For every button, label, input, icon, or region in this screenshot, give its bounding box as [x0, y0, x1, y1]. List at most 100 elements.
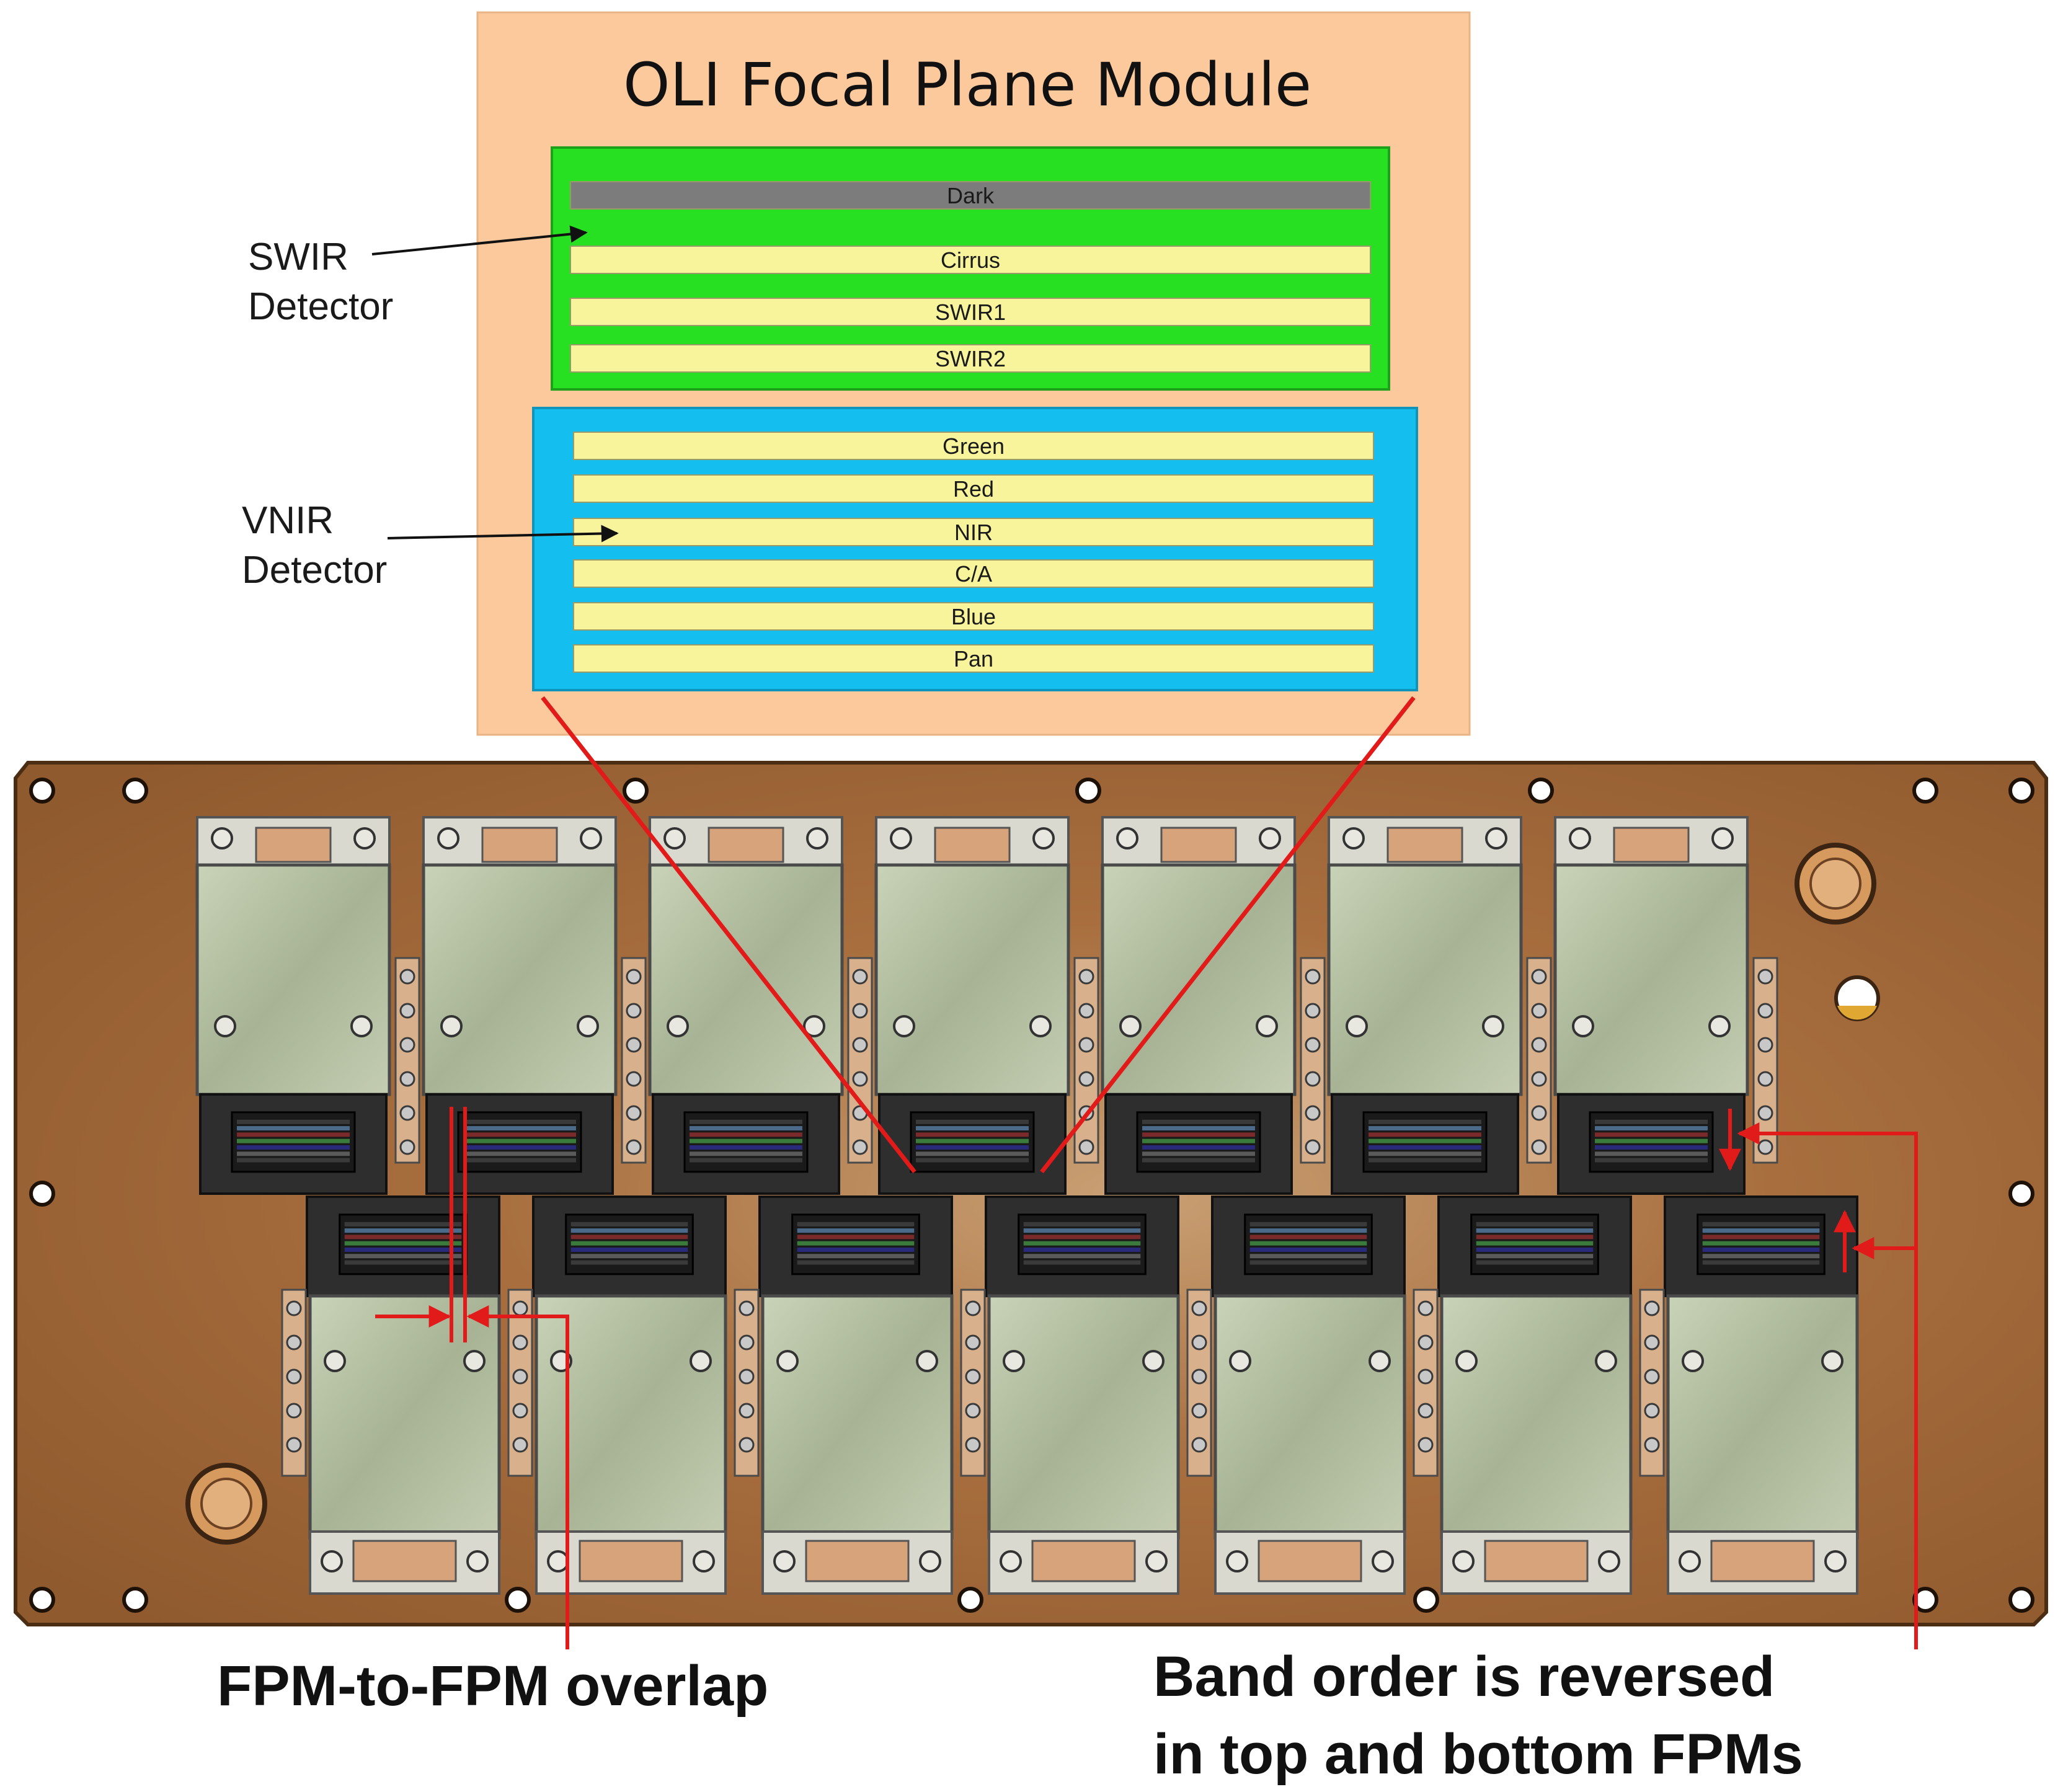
mounting-hole-10: [122, 1587, 148, 1613]
fpm-bottom-3: [734, 1195, 954, 1595]
fpm-top-4-bracket-screw-3: [1078, 1071, 1094, 1087]
fpm-bottom-6-screw-d: [1598, 1550, 1620, 1572]
boss-top-right-inner: [1809, 858, 1861, 910]
mounting-hole-15: [2008, 1587, 2034, 1613]
fpm-bottom-7-bracket-screw-3: [1644, 1403, 1660, 1419]
fpm-bottom-1: [281, 1195, 501, 1595]
fpm-top-1-sensor-stripe-3: [237, 1138, 350, 1143]
fpm-bottom-1-bracket-screw-4: [286, 1437, 302, 1453]
mounting-hole-11: [505, 1587, 531, 1613]
fpm-bottom-5-bracket-screw-0: [1191, 1300, 1207, 1316]
fpm-top-7-screw-c: [1572, 1015, 1594, 1037]
fpm-bottom-7-bracket-screw-2: [1644, 1368, 1660, 1385]
swir-band-label-2: SWIR1: [935, 299, 1006, 325]
fpm-top-2: [422, 816, 647, 1195]
fpm-top-2-bracket-screw-2: [626, 1037, 642, 1053]
fpm-top-4: [874, 816, 1099, 1195]
fpm-top-5: [1101, 816, 1326, 1195]
fpm-bottom-5-sensor-stripe-4: [1249, 1247, 1367, 1252]
fpm-top-4-sensor-stripe-2: [916, 1132, 1029, 1137]
vnir-band-label-3: C/A: [955, 561, 992, 587]
fpm-top-7-bracket-screw-5: [1757, 1139, 1773, 1155]
fpm-top-6-screw-d: [1482, 1015, 1504, 1037]
fpm-bottom-7-screw-b: [1821, 1350, 1843, 1372]
band-order-annotation: [1719, 1109, 1918, 1649]
fpm-top-2-screw-a: [437, 827, 459, 849]
fpm-top-1-bracket-screw-3: [399, 1071, 415, 1087]
swir-band-label-0: Dark: [947, 183, 995, 208]
fpm-top-4-sensor-stripe-3: [916, 1138, 1029, 1143]
pin-right-shade: [1837, 1006, 1877, 1020]
fpm-bottom-2-panel: [535, 1294, 727, 1540]
fpm-bottom-4-sensor-stripe-0: [1023, 1222, 1141, 1226]
fpm-bottom-4-tab: [1031, 1540, 1136, 1582]
fpm-bottom-7-sensor-stripe-0: [1702, 1222, 1820, 1226]
fpm-bottom-6-bracket-screw-0: [1417, 1300, 1434, 1316]
band-order-arrow-top: [1737, 1122, 1918, 1649]
fpm-bottom-1-bracket-screw-0: [286, 1300, 302, 1316]
fpm-top-5-bracket: [1300, 957, 1326, 1164]
fpm-top-6-panel: [1327, 863, 1523, 1096]
vnir-band-4: [573, 602, 1374, 631]
fpm-bottom-3-tab: [805, 1540, 910, 1582]
fpm-bottom-7-screw-d: [1824, 1550, 1847, 1572]
mounting-plate: [14, 761, 2048, 1626]
fpm-bottom-1-bracket-screw-3: [286, 1403, 302, 1419]
fpm-top-4-panel: [874, 863, 1070, 1096]
fpm-top-7-sensor-stripe-3: [1595, 1138, 1708, 1143]
fpm-top-5-bracket-screw-1: [1305, 1003, 1321, 1019]
fpm-bottom-2-sensor-stripe-1: [570, 1228, 688, 1233]
fpm-top-4-bracket-screw-1: [1078, 1003, 1094, 1019]
fpm-top-3-panel: [648, 863, 844, 1096]
fpm-top-3-bracket-screw-3: [852, 1071, 868, 1087]
fpm-top-7-screw-b: [1711, 827, 1734, 849]
fpm-top-2-sensor-stripe-6: [463, 1158, 576, 1163]
fpm-bottom-3-screw-b: [916, 1350, 938, 1372]
fpm-top-6-sensor-stripe-3: [1369, 1138, 1481, 1143]
fpm-bottom-5: [1186, 1195, 1406, 1595]
overlap-annotation: [375, 1107, 569, 1649]
fpm-bottom-4-sensor-stripe-4: [1023, 1247, 1141, 1252]
fpm-top-4-screw-a: [890, 827, 912, 849]
fpm-bottom-5-sensor-stripe-5: [1249, 1254, 1367, 1259]
fpm-bottom-5-screw-c: [1226, 1550, 1248, 1572]
fpm-top-4-screw-c: [893, 1015, 915, 1037]
fpm-bottom-1-sensor-stripe-6: [344, 1260, 462, 1265]
vnir-band-label-4: Blue: [951, 604, 996, 629]
fpm-bottom-1-sensor-stripe-4: [344, 1247, 462, 1252]
fpm-bottom-5-tab: [1258, 1540, 1362, 1582]
fpm-top-3-sensor-stripe-1: [690, 1126, 802, 1131]
fpm-top-6-sensor-stripe-0: [1369, 1119, 1481, 1124]
fpm-top-6-sensor-stripe-1: [1369, 1126, 1481, 1131]
fpm-top-4-sensor-stripe-0: [916, 1119, 1029, 1124]
fpm-top-6-bracket-screw-5: [1531, 1139, 1547, 1155]
fpm-top-3-screw-c: [667, 1015, 689, 1037]
fpm-top-2-screw-b: [580, 827, 602, 849]
fpm-inset: OLI Focal Plane Module DarkCirrusSWIR1SW…: [476, 11, 1471, 736]
mounting-hole-9: [29, 1587, 55, 1613]
fpm-top-7-sensor-stripe-6: [1595, 1158, 1708, 1163]
fpm-bottom-7-sensor-stripe-2: [1702, 1235, 1820, 1240]
fpm-top-5-tab: [1160, 827, 1237, 863]
fpm-bottom-5-bracket-screw-1: [1191, 1334, 1207, 1351]
zoom-line-right: [1040, 696, 1416, 1174]
fpm-top-3-bracket-screw-2: [852, 1037, 868, 1053]
fpm-bottom-3-bracket-screw-0: [739, 1300, 755, 1316]
fpm-top-7-bracket-screw-3: [1757, 1071, 1773, 1087]
fpm-bottom-5-sensor-stripe-1: [1249, 1228, 1367, 1233]
fpm-bottom-6-bracket-screw-2: [1417, 1368, 1434, 1385]
fpm-top-5-screw-a: [1116, 827, 1138, 849]
vnir-band-label-1: Red: [953, 476, 994, 502]
fpm-bottom-1-panel: [308, 1294, 501, 1540]
fpm-bottom-2-bracket-screw-0: [512, 1300, 528, 1316]
fpm-top-1-sensor-stripe-2: [237, 1132, 350, 1137]
vnir-label-line2: Detector: [242, 549, 387, 592]
swir-band-1: [570, 246, 1371, 274]
fpm-top-2-sensor-stripe-2: [463, 1132, 576, 1137]
fpm-bottom-6-screw-c: [1452, 1550, 1475, 1572]
fpm-bottom-3-sensor-stripe-1: [797, 1228, 915, 1233]
fpm-top-4-bracket-screw-0: [1078, 969, 1094, 985]
fpm-top-5-sensor-stripe-3: [1142, 1138, 1255, 1143]
fpm-top-1-tab: [255, 827, 332, 863]
fpm-bottom-7-bracket-screw-1: [1644, 1334, 1660, 1351]
